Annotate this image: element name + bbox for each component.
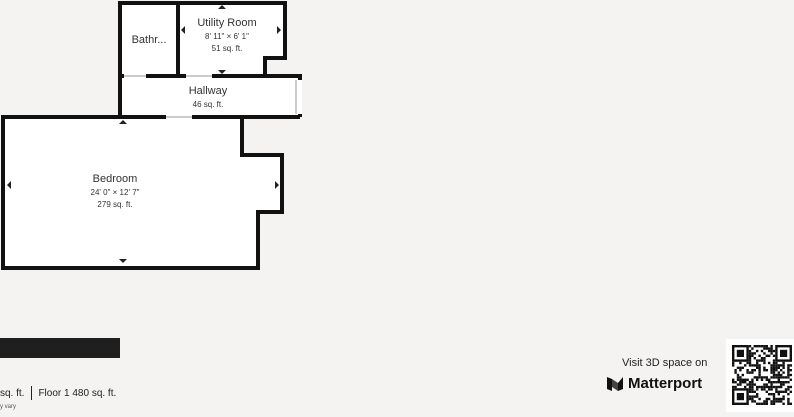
title-bar bbox=[0, 338, 120, 358]
bedroom-label: Bedroom bbox=[93, 173, 138, 185]
door-openings bbox=[124, 74, 302, 119]
matterport-logo-icon bbox=[607, 377, 623, 391]
hallway-area: 46 sq. ft. bbox=[193, 100, 224, 109]
arrow-down-icon bbox=[119, 259, 127, 263]
bedroom-floor bbox=[3, 117, 282, 268]
utility-room-area: 51 sq. ft. bbox=[212, 44, 243, 53]
stats-divider bbox=[31, 386, 33, 400]
arrow-left-icon bbox=[7, 181, 11, 189]
arrow-down-icon bbox=[218, 70, 226, 74]
bedroom-dimensions: 24' 0" × 12' 7" bbox=[91, 188, 140, 197]
hallway-label: Hallway bbox=[189, 85, 228, 97]
qr-code-icon bbox=[732, 345, 792, 405]
bathroom-label: Bathr... bbox=[132, 34, 167, 46]
utility-room-dimensions: 8' 11" × 6' 1" bbox=[205, 32, 249, 41]
floor-area-text: Floor 1 480 sq. ft. bbox=[38, 387, 117, 399]
arrow-right-icon bbox=[275, 181, 279, 189]
arrow-up-icon bbox=[119, 120, 127, 124]
floor-stats: sq. ft. Floor 1 480 sq. ft. bbox=[0, 386, 116, 400]
dimension-arrows bbox=[7, 5, 281, 263]
arrow-left-icon bbox=[181, 26, 185, 34]
hallway-floor bbox=[120, 78, 300, 116]
utility-room-label: Utility Room bbox=[197, 17, 256, 29]
bedroom-area: 279 sq. ft. bbox=[97, 200, 132, 209]
utility-room-floor bbox=[178, 4, 285, 76]
matterport-wordmark: Matterport bbox=[628, 374, 703, 392]
upper-walls bbox=[118, 1, 302, 117]
visit-3d-text: Visit 3D space on bbox=[622, 357, 708, 369]
matterport-brand[interactable]: Matterport bbox=[606, 374, 702, 392]
bathroom-floor bbox=[120, 4, 178, 76]
arrow-right-icon bbox=[277, 26, 281, 34]
disclaimer-text: y vary bbox=[0, 404, 17, 410]
bedroom-walls bbox=[1, 115, 284, 270]
qr-code[interactable] bbox=[726, 339, 794, 412]
total-area-text: sq. ft. bbox=[0, 387, 25, 399]
arrow-up-icon bbox=[218, 5, 226, 9]
